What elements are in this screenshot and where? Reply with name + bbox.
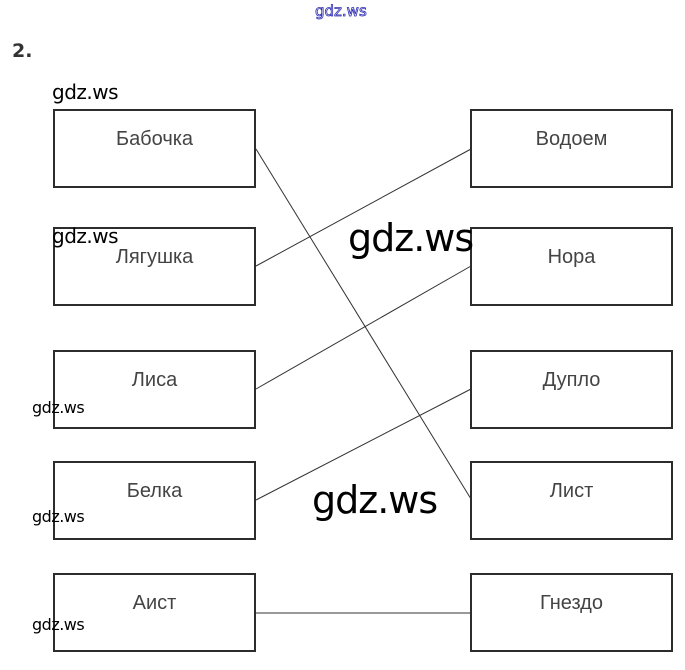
- watermark-large: gdz.ws: [312, 478, 438, 522]
- right-item-box: Лист: [470, 461, 673, 540]
- right-item-label: Лист: [549, 480, 594, 502]
- left-item-box: Лягушка: [53, 227, 256, 306]
- right-item-label: Нора: [547, 246, 596, 268]
- header-watermark: gdz.ws: [315, 2, 368, 21]
- right-item-box: Водоем: [470, 109, 673, 188]
- left-item-box: Лиса: [53, 350, 256, 429]
- left-item-box: Бабочка: [53, 109, 256, 188]
- right-item-box: Дупло: [470, 350, 673, 429]
- left-item-label: Бабочка: [115, 128, 194, 150]
- watermark: gdz.ws: [52, 80, 119, 104]
- watermark: gdz.ws: [32, 507, 85, 526]
- connection-line: [255, 148, 472, 267]
- watermark: gdz.ws: [52, 224, 119, 248]
- left-item-label: Лягушка: [115, 246, 194, 268]
- watermark: gdz.ws: [32, 615, 85, 634]
- watermark: gdz.ws: [32, 398, 85, 417]
- watermark-large: gdz.ws: [348, 216, 474, 260]
- left-item-box: Белка: [53, 461, 256, 540]
- connection-line: [255, 148, 472, 500]
- right-item-label: Водоем: [535, 128, 608, 150]
- connection-line: [255, 265, 472, 390]
- left-item-box: Аист: [53, 573, 256, 652]
- left-item-label: Лиса: [131, 369, 178, 391]
- right-item-label: Дупло: [542, 369, 601, 391]
- task-number: 2.: [12, 40, 33, 62]
- right-item-box: Нора: [470, 227, 673, 306]
- left-item-label: Аист: [132, 592, 177, 614]
- right-item-label: Гнездо: [540, 592, 603, 614]
- left-item-label: Белка: [126, 480, 183, 502]
- connection-line: [255, 388, 472, 501]
- right-item-box: Гнездо: [470, 573, 673, 652]
